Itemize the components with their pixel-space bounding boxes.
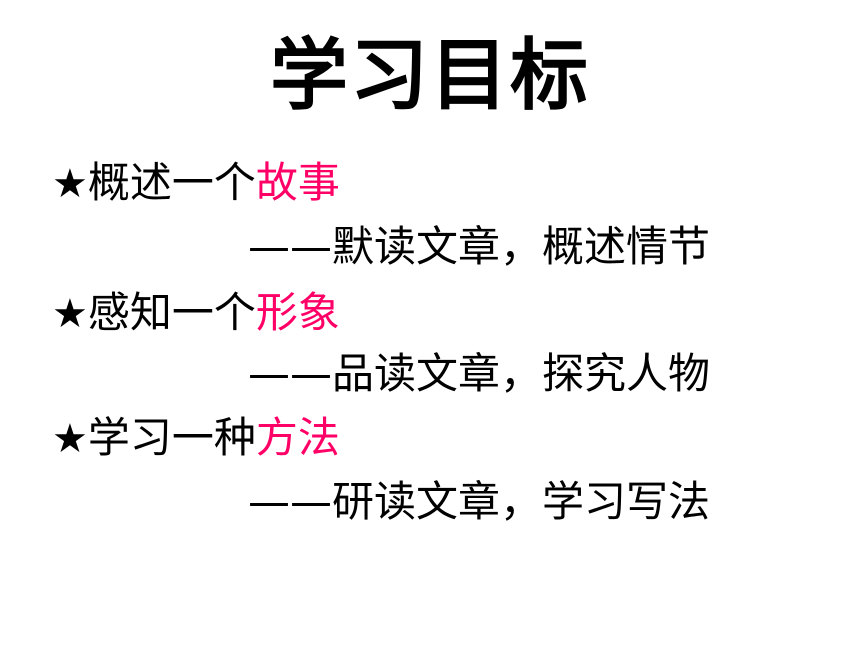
star-bullet-icon: ★ [52, 291, 88, 337]
slide-title: 学习目标 [269, 31, 590, 121]
star-bullet-icon: ★ [52, 416, 88, 462]
objective-3: ★学习一种方法 [52, 411, 340, 466]
objective-1-highlight: 故事 [255, 158, 340, 207]
objective-3-prefix: 学习一种 [87, 413, 256, 462]
objective-2-prefix: 感知一个 [87, 288, 256, 337]
objective-2-method: ——品读文章，探究人物 [248, 349, 711, 398]
objective-1-method: ——默读文章，概述情节 [248, 222, 711, 271]
objective-1: ★概述一个故事 [52, 156, 340, 211]
objective-1-prefix: 概述一个 [87, 158, 256, 207]
objective-3-highlight: 方法 [255, 413, 340, 462]
objective-2-highlight: 形象 [255, 288, 340, 337]
objective-3-method: ——研读文章，学习写法 [248, 477, 711, 526]
star-bullet-icon: ★ [52, 161, 88, 207]
objective-2: ★感知一个形象 [52, 286, 340, 341]
